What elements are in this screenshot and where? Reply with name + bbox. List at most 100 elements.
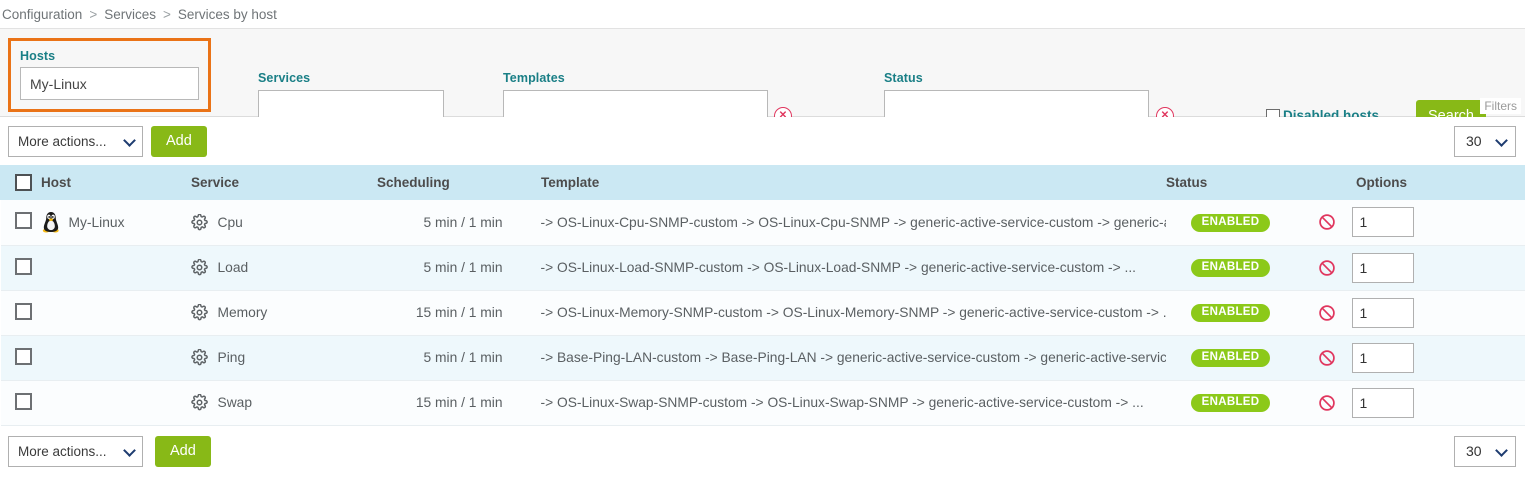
- th-scheduling[interactable]: Scheduling: [370, 165, 541, 200]
- gear-icon: [190, 213, 208, 231]
- gear-icon: [190, 259, 208, 276]
- breadcrumb-item-services-by-host[interactable]: Services by host: [177, 6, 277, 22]
- status-badge: ENABLED: [1190, 213, 1271, 232]
- row-checkbox[interactable]: [14, 257, 32, 275]
- row-option-input[interactable]: [1351, 342, 1414, 373]
- chevron-down-icon: [1495, 134, 1508, 147]
- status-filter-group: Status: [884, 71, 1149, 123]
- row-option-input[interactable]: [1351, 252, 1414, 283]
- row-scheduling-cell: 15 min / 1 min: [370, 380, 541, 426]
- status-filter-label: Status: [884, 71, 923, 85]
- th-template[interactable]: Template: [540, 165, 1166, 200]
- disable-ban-icon[interactable]: [1318, 304, 1336, 322]
- row-service-label[interactable]: Load: [217, 260, 249, 275]
- row-service-label[interactable]: Ping: [217, 350, 246, 365]
- breadcrumb-separator: >: [89, 6, 98, 22]
- disable-ban-icon[interactable]: [1318, 394, 1336, 412]
- gear-icon: [190, 394, 208, 411]
- row-service-cell: Load: [190, 245, 371, 291]
- row-service-label[interactable]: Cpu: [217, 214, 243, 230]
- th-host[interactable]: Host: [40, 165, 191, 200]
- row-select-cell: [0, 200, 41, 246]
- breadcrumb-item-services[interactable]: Services: [104, 6, 156, 22]
- row-option-input[interactable]: [1351, 387, 1414, 418]
- disable-ban-icon[interactable]: [1318, 213, 1336, 231]
- th-select-all: [0, 165, 41, 200]
- filters-tag: Filters: [1480, 98, 1521, 114]
- row-option-input[interactable]: [1351, 297, 1414, 328]
- per-page-value-bottom: 30: [1466, 442, 1482, 459]
- row-host-cell: [40, 380, 191, 426]
- row-options-cell: [1295, 380, 1525, 426]
- row-status-cell: ENABLED: [1165, 290, 1296, 336]
- row-host-cell: My-Linux: [40, 200, 191, 246]
- chevron-down-icon: [1495, 443, 1508, 457]
- per-page-select-top[interactable]: 30: [1454, 126, 1516, 157]
- row-scheduling-cell: 5 min / 1 min: [370, 335, 541, 381]
- status-badge: ENABLED: [1190, 258, 1271, 278]
- status-badge: ENABLED: [1190, 348, 1271, 368]
- row-checkbox[interactable]: [14, 302, 32, 320]
- row-host-cell: [40, 245, 191, 291]
- row-options-cell: [1295, 200, 1525, 246]
- row-template-cell: -> Base-Ping-LAN-custom -> Base-Ping-LAN…: [540, 335, 1166, 381]
- row-select-cell: [0, 245, 41, 291]
- breadcrumb: Configuration > Services > Services by h…: [0, 0, 1525, 28]
- row-status-cell: ENABLED: [1165, 335, 1296, 381]
- services-table: Host Service Scheduling Template Status …: [0, 165, 1525, 426]
- bottom-action-bar: More actions... Add 30: [0, 425, 1525, 474]
- row-template-cell: -> OS-Linux-Swap-SNMP-custom -> OS-Linux…: [540, 380, 1166, 426]
- row-host-cell: [40, 290, 191, 336]
- add-button-top[interactable]: Add: [151, 126, 207, 157]
- row-options-cell: [1295, 335, 1525, 381]
- row-checkbox[interactable]: [14, 392, 32, 410]
- top-action-bar: More actions... Add 30: [0, 117, 1525, 165]
- breadcrumb-item-configuration[interactable]: Configuration: [2, 6, 83, 22]
- row-checkbox[interactable]: [14, 212, 32, 230]
- per-page-select-bottom[interactable]: 30: [1454, 435, 1516, 467]
- row-service-cell: Ping: [190, 335, 371, 381]
- gear-icon: [190, 349, 208, 366]
- chevron-down-icon: [123, 134, 136, 147]
- row-scheduling-cell: 5 min / 1 min: [370, 245, 541, 291]
- row-service-label[interactable]: Swap: [217, 395, 253, 410]
- row-scheduling-cell: 5 min / 1 min: [370, 200, 541, 246]
- row-service-label[interactable]: Memory: [217, 305, 268, 320]
- row-template-cell: -> OS-Linux-Memory-SNMP-custom -> OS-Lin…: [540, 290, 1166, 336]
- th-options[interactable]: Options: [1295, 165, 1525, 200]
- filter-panel: Hosts Services Templates ✕ Status ✕: [0, 28, 1525, 131]
- services-filter-group: Services: [258, 71, 444, 123]
- table-row: Swap 15 min / 1 min-> OS-Linux-Swap-SNMP-…: [0, 380, 1525, 426]
- add-button-bottom[interactable]: Add: [155, 435, 211, 467]
- row-template-label: -> OS-Linux-Swap-SNMP-custom -> OS-Linux…: [540, 395, 1144, 410]
- row-service-cell: Cpu: [190, 200, 371, 246]
- status-badge: ENABLED: [1190, 393, 1271, 413]
- status-badge: ENABLED: [1190, 303, 1271, 323]
- row-host-cell: [40, 335, 191, 381]
- table-row: Ping 5 min / 1 min-> Base-Ping-LAN-custom…: [0, 335, 1525, 381]
- disable-ban-icon[interactable]: [1318, 349, 1336, 367]
- row-status-cell: ENABLED: [1165, 200, 1296, 246]
- row-host-label[interactable]: My-Linux: [68, 214, 125, 230]
- row-select-cell: [0, 335, 41, 381]
- templates-filter-group: Templates: [503, 71, 768, 123]
- row-service-cell: Swap: [190, 380, 371, 426]
- breadcrumb-separator: >: [162, 6, 171, 22]
- more-actions-label-bottom: More actions...: [18, 443, 107, 459]
- th-service[interactable]: Service: [190, 165, 371, 200]
- row-service-cell: Memory: [190, 290, 371, 336]
- more-actions-select-top[interactable]: More actions...: [8, 126, 143, 157]
- row-options-cell: [1295, 290, 1525, 336]
- hosts-filter-input[interactable]: [20, 67, 199, 100]
- th-status[interactable]: Status: [1165, 165, 1296, 200]
- disable-ban-icon[interactable]: [1318, 259, 1336, 277]
- row-select-cell: [0, 290, 41, 336]
- row-status-cell: ENABLED: [1165, 380, 1296, 426]
- row-option-input[interactable]: [1351, 207, 1414, 238]
- row-checkbox[interactable]: [14, 347, 32, 365]
- more-actions-select-bottom[interactable]: More actions...: [8, 435, 143, 467]
- select-all-checkbox[interactable]: [15, 174, 32, 191]
- hosts-filter-group: Hosts: [8, 38, 211, 112]
